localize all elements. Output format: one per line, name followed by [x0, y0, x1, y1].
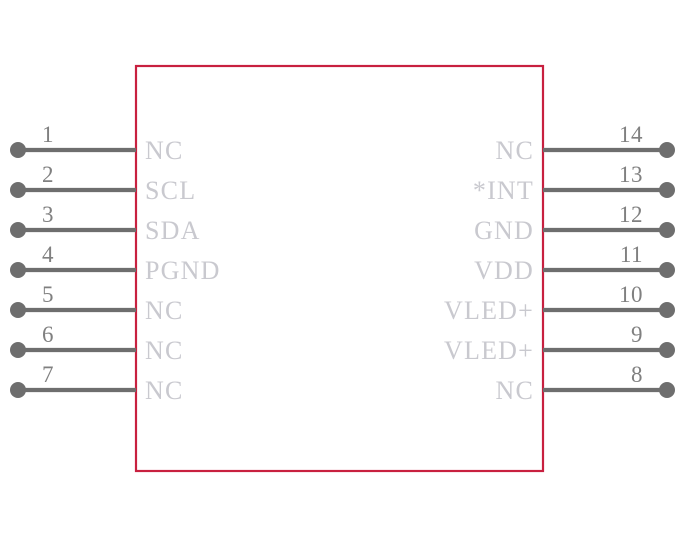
pin-number: 11: [620, 242, 643, 267]
pin-number: 10: [619, 282, 643, 307]
pin-label: NC: [495, 136, 534, 165]
pin-8[interactable]: 8NC: [495, 362, 675, 405]
pin-label: VLED+: [444, 336, 534, 365]
pin-label: NC: [495, 376, 534, 405]
pin-label: VLED+: [444, 296, 534, 325]
pin-label: GND: [474, 216, 534, 245]
pin-number: 8: [631, 362, 643, 387]
pin-1[interactable]: 1NC: [10, 122, 184, 165]
pin-number: 1: [42, 122, 54, 147]
pin-7[interactable]: 7NC: [10, 362, 184, 405]
pin-number: 13: [619, 162, 643, 187]
pin-number: 6: [42, 322, 54, 347]
pin-number: 4: [42, 242, 54, 267]
pin-number: 12: [619, 202, 643, 227]
pin-label: NC: [145, 296, 184, 325]
pin-label: NC: [145, 376, 184, 405]
pin-label: NC: [145, 336, 184, 365]
pin-6[interactable]: 6NC: [10, 322, 184, 365]
pin-label: SDA: [145, 216, 201, 245]
pin-number: 9: [631, 322, 643, 347]
pin-label: VDD: [474, 256, 534, 285]
pin-label: NC: [145, 136, 184, 165]
pin-label: *INT: [473, 176, 534, 205]
pin-number: 2: [42, 162, 54, 187]
pin-13[interactable]: 13 *INT: [473, 162, 675, 205]
pin-5[interactable]: 5NC: [10, 282, 184, 325]
pin-number: 3: [42, 202, 54, 227]
pin-number: 14: [619, 122, 643, 147]
pin-number: 5: [42, 282, 54, 307]
pin-label: SCL: [145, 176, 196, 205]
pin-label: PGND: [145, 256, 221, 285]
pin-number: 7: [42, 362, 54, 387]
